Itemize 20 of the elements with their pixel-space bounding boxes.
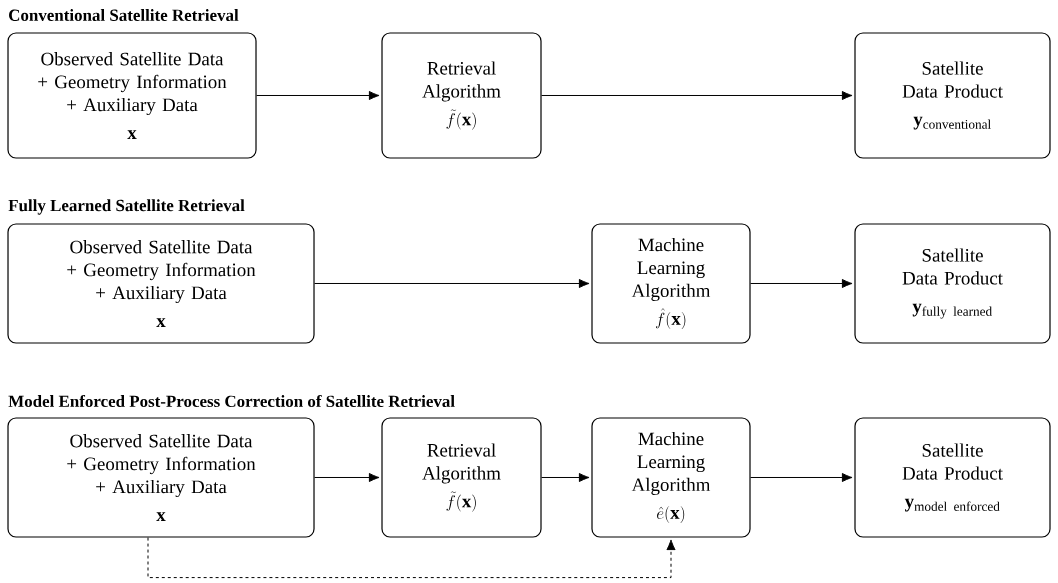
process-box: Retrieval Algorithm $\tilde{f}(\mathbf{x})$ xyxy=(381,32,542,159)
arrow xyxy=(541,90,853,101)
arrow xyxy=(750,472,853,483)
process-box: Observed Satellite Data + Geometry Information + Auxiliary Data $\mathbf{x}$ xyxy=(7,223,315,344)
process-box: Observed Satellite Data + Geometry Information + Auxiliary Data $\mathbf{x}$ xyxy=(7,417,315,538)
arrow xyxy=(147,537,676,579)
process-box: Retrieval Algorithm $\tilde{f}(\mathbf{x})$ xyxy=(381,417,542,538)
process-box: Satellite Data Product $\mathbf{y}_{\mathrm{conventional}}$ xyxy=(854,32,1051,159)
arrow xyxy=(314,278,590,289)
process-box: Satellite Data Product $\mathbf{y}_{\mathrm{model\ enforced}}$ xyxy=(854,417,1051,538)
section-heading: Model Enforced Post-Process Correction of Satellite Retrieval xyxy=(8,394,455,408)
arrow xyxy=(541,472,590,483)
process-box: Satellite Data Product $\mathbf{y}_{\mathrm{fully\ learned}}$ xyxy=(854,223,1051,344)
arrow xyxy=(314,472,380,483)
process-box: Machine Learning Algorithm $\hat{f}(\mathbf{x})$ xyxy=(591,223,751,344)
arrow xyxy=(750,278,853,289)
process-box: Observed Satellite Data + Geometry Information + Auxiliary Data $\mathbf{x}$ xyxy=(7,32,257,159)
section-heading: Fully Learned Satellite Retrieval xyxy=(8,199,245,215)
process-box: Machine Learning Algorithm $\hat{e}(\mathbf{x})$ xyxy=(591,417,751,538)
arrow xyxy=(256,90,380,101)
